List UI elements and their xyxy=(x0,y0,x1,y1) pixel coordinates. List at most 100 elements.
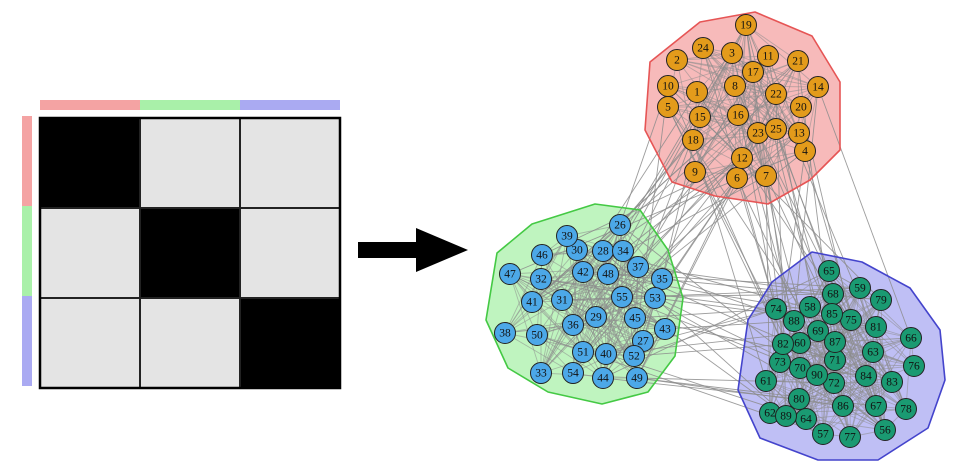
node-label: 14 xyxy=(812,82,824,94)
node-circle xyxy=(626,367,648,389)
node-label: 55 xyxy=(616,292,628,304)
edge-within xyxy=(667,85,777,95)
graph-node: 18 xyxy=(682,129,704,151)
node-label: 38 xyxy=(499,328,511,340)
graph-node: 10 xyxy=(657,75,679,97)
node-label: 23 xyxy=(752,128,764,140)
node-circle xyxy=(765,83,787,105)
graph-node: 42 xyxy=(572,261,594,283)
edge-within xyxy=(745,24,800,134)
edge-within xyxy=(775,60,799,130)
edge-within xyxy=(849,319,852,438)
node-label: 74 xyxy=(770,304,782,316)
edge-between xyxy=(621,296,787,417)
node-label: 78 xyxy=(900,404,912,416)
graph-node: 59 xyxy=(849,277,871,299)
node-circle xyxy=(765,118,787,140)
node-circle xyxy=(824,331,846,353)
graph-node: 78 xyxy=(895,398,917,420)
node-circle xyxy=(874,419,896,441)
row-group-bar-blue xyxy=(22,296,32,386)
node-label: 83 xyxy=(886,377,898,389)
node-circle xyxy=(783,310,805,332)
graph-node: 11 xyxy=(757,45,779,67)
node-label: 19 xyxy=(740,20,752,32)
edge-between xyxy=(793,86,819,322)
node-label: 33 xyxy=(535,368,547,380)
graph-node: 25 xyxy=(765,118,787,140)
edge-within xyxy=(833,299,882,384)
graph-node: 28 xyxy=(592,240,614,262)
edge-between xyxy=(817,86,912,339)
node-label: 64 xyxy=(800,414,812,426)
edge-within xyxy=(834,341,893,383)
node-label: 85 xyxy=(826,309,838,321)
node-circle xyxy=(818,260,840,282)
edge-within xyxy=(805,408,907,420)
graph-node: 57 xyxy=(812,423,834,445)
node-circle xyxy=(682,129,704,151)
edge-between xyxy=(572,116,701,374)
graph-node: 48 xyxy=(597,263,619,285)
node-label: 13 xyxy=(793,128,805,140)
node-label: 86 xyxy=(837,401,849,413)
node-circle xyxy=(772,333,794,355)
edge-between xyxy=(736,177,835,384)
node-label: 43 xyxy=(659,324,671,336)
edge-between xyxy=(531,93,777,303)
edge-within xyxy=(745,24,819,88)
node-circle xyxy=(788,388,810,410)
node-label: 45 xyxy=(629,313,641,325)
edge-within xyxy=(561,299,666,330)
graph-node: 63 xyxy=(862,341,884,363)
graph-node: 34 xyxy=(612,240,634,262)
graph-node: 7 xyxy=(755,165,777,187)
graph-node: 33 xyxy=(530,362,552,384)
graph-node: 9 xyxy=(684,161,706,183)
node-label: 68 xyxy=(827,289,839,301)
matrix-cell xyxy=(139,117,241,209)
graph-node: 17 xyxy=(742,61,764,83)
node-circle xyxy=(755,165,777,187)
node-circle xyxy=(755,370,777,392)
edge-within xyxy=(582,297,656,353)
graph-node: 81 xyxy=(865,316,887,338)
node-label: 12 xyxy=(736,153,748,165)
node-label: 42 xyxy=(577,267,589,279)
right-arrow-icon xyxy=(358,228,468,272)
node-circle xyxy=(611,286,633,308)
node-label: 79 xyxy=(875,295,887,307)
node-label: 18 xyxy=(687,135,699,147)
graph-node: 50 xyxy=(526,324,548,346)
node-label: 56 xyxy=(879,425,891,437)
node-circle xyxy=(585,306,607,328)
block-matrix xyxy=(22,100,342,390)
node-circle xyxy=(903,355,925,377)
edge-between xyxy=(602,157,743,252)
graph-node: 73 xyxy=(769,351,791,373)
graph-node: 32 xyxy=(530,268,552,290)
node-label: 48 xyxy=(602,269,614,281)
edge-within xyxy=(875,326,907,410)
node-circle xyxy=(684,161,706,183)
graph-node: 26 xyxy=(609,214,631,236)
community-outline-blue xyxy=(737,251,946,461)
matrix-cell xyxy=(39,207,141,299)
community-outline-red xyxy=(644,11,841,205)
graph-node: 74 xyxy=(765,298,787,320)
edge-within xyxy=(699,24,747,118)
node-label: 10 xyxy=(662,81,674,93)
node-circle xyxy=(900,327,922,349)
arrow-head xyxy=(416,228,468,272)
graph-node: 64 xyxy=(795,408,817,430)
node-circle xyxy=(849,277,871,299)
node-label: 69 xyxy=(812,326,824,338)
graph-node: 52 xyxy=(623,345,645,367)
node-circle xyxy=(595,343,617,365)
graph-node: 5 xyxy=(657,96,679,118)
matrix-cell xyxy=(239,297,341,389)
node-circle xyxy=(757,45,779,67)
column-group-bar-green xyxy=(140,100,240,110)
node-circle xyxy=(597,263,619,285)
